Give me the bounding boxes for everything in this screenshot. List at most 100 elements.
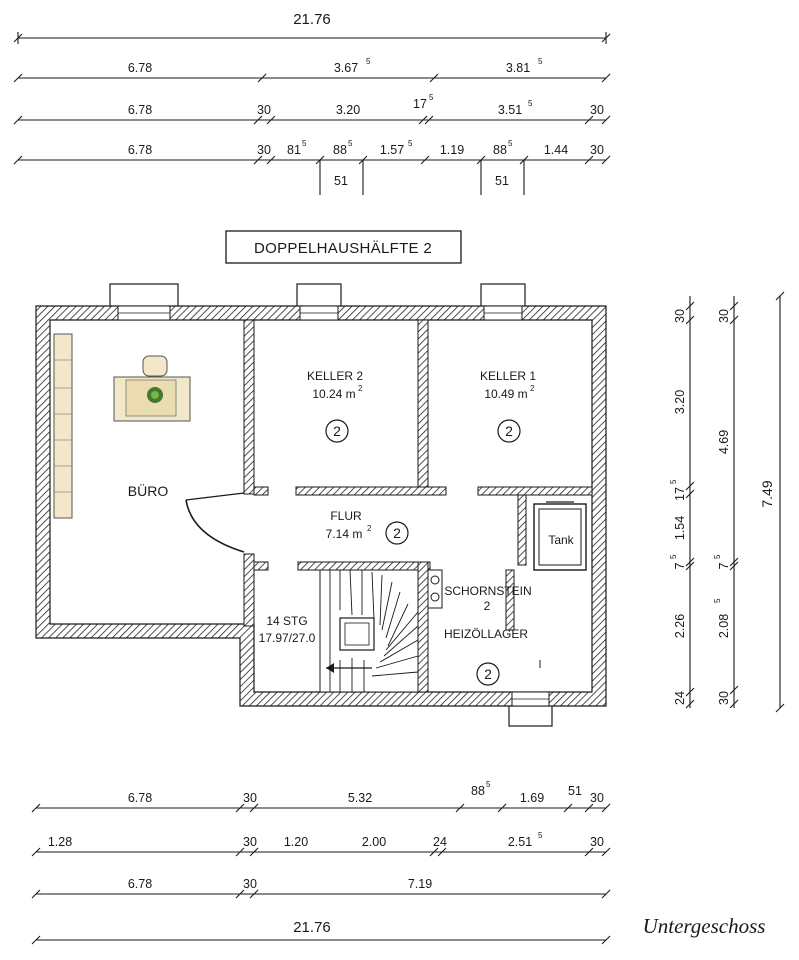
door-swing xyxy=(185,499,245,553)
dim-top-r1-2-sup: 5 xyxy=(538,57,543,66)
dim-top-r2-5: 30 xyxy=(590,103,604,117)
chimney xyxy=(427,569,443,609)
dim-bot-r2-6: 30 xyxy=(590,835,604,849)
dim-bot-r1-1: 30 xyxy=(243,791,257,805)
dim-top-r3-3: 88 xyxy=(333,143,347,157)
dim-right-c1-4-sup: 5 xyxy=(669,554,678,559)
dim-right-c1-5: 2.26 xyxy=(673,614,687,638)
dim-right-c2-3: 2.08 xyxy=(717,614,731,638)
room-buero-label: BÜRO xyxy=(128,482,169,499)
room-keller1-circle: 2 xyxy=(505,423,513,439)
title-box xyxy=(225,230,462,264)
dim-top-r2-4-sup: 5 xyxy=(528,99,533,108)
dim-top-r2-4: 3.51 xyxy=(498,103,522,117)
room-flur-name: FLUR xyxy=(330,509,362,523)
dim-top-r3-5: 1.19 xyxy=(440,143,464,157)
dim-right-c2-0: 30 xyxy=(717,309,731,323)
dim-top-r3-7: 1.44 xyxy=(544,143,568,157)
dim-right-c1-6: 24 xyxy=(673,691,687,705)
dim-top-r3-2-sup: 5 xyxy=(302,139,307,148)
dim-bot-r1-3: 88 xyxy=(471,784,485,798)
room-heizol-name: HEIZÖLLAGER xyxy=(444,627,528,641)
room-keller2-area: 10.24 m xyxy=(312,387,355,401)
room-flur-circle: 2 xyxy=(393,525,401,541)
dim-top-total: 21.76 xyxy=(293,11,331,28)
dim-top-r2-0: 6.78 xyxy=(128,103,152,117)
dim-right-c1-0: 30 xyxy=(673,309,687,323)
room-schornstein-num: 2 xyxy=(484,599,491,613)
oil-tank: Tank xyxy=(533,501,587,571)
dim-right-c1-2: 17 xyxy=(673,487,687,501)
room-schornstein-name: SCHORNSTEIN xyxy=(444,584,531,598)
dim-bot-total: 21.76 xyxy=(293,919,331,936)
dim-bot-r2-4: 24 xyxy=(433,835,447,849)
dim-top-below-1: 51 xyxy=(495,174,509,188)
room-keller1-sup: 2 xyxy=(530,384,535,393)
tank-label: Tank xyxy=(548,533,574,547)
dim-top-r3-4-sup: 5 xyxy=(408,139,413,148)
stair-ratio: 17.97/27.0 xyxy=(259,631,316,645)
dim-top-r2-2: 3.20 xyxy=(336,103,360,117)
shelf xyxy=(53,333,73,519)
dim-top-r3-2: 81 xyxy=(287,143,301,157)
dim-top-r3-6-sup: 5 xyxy=(508,139,513,148)
dim-right-c2-2: 7 xyxy=(717,562,731,569)
dim-top-r1-1-sup: 5 xyxy=(366,57,371,66)
dim-top-r1-0: 6.78 xyxy=(128,61,152,75)
dim-right-c2-3-sup: 5 xyxy=(713,598,722,603)
dim-bot-r1-3-sup: 5 xyxy=(486,780,491,789)
room-heizol-circle: 2 xyxy=(484,666,492,682)
staircase xyxy=(319,569,419,693)
dim-bot-r1-4: 1.69 xyxy=(520,791,544,805)
dim-right-c1-2-sup: 5 xyxy=(669,479,678,484)
room-flur-sup: 2 xyxy=(367,524,372,533)
building-walls xyxy=(35,283,607,727)
dim-top-r2-3-sup: 5 xyxy=(429,93,434,102)
desk xyxy=(113,355,191,422)
dim-bot-r2-2: 1.20 xyxy=(284,835,308,849)
dim-bot-r1-5: 51 xyxy=(568,784,582,798)
floor-caption: Untergeschoss xyxy=(643,914,766,938)
dim-bot-r2-5: 2.51 xyxy=(508,835,532,849)
dim-top-r3-8: 30 xyxy=(590,143,604,157)
stair-steps: 14 STG xyxy=(266,614,307,628)
dim-bot-r3-1: 30 xyxy=(243,877,257,891)
dim-top-r2-3: 17 xyxy=(413,97,427,111)
dim-bot-r1-6: 30 xyxy=(590,791,604,805)
room-keller1-name: KELLER 1 xyxy=(480,369,536,383)
right-dimension-lines: 30 3.20 17 5 1.54 7 5 2.26 24 30 4.69 7 … xyxy=(669,291,785,713)
dim-bot-r2-3: 2.00 xyxy=(362,835,386,849)
top-dimension-lines: 21.76 6.78 3.67 5 3.81 5 6.78 30 3.20 17… xyxy=(13,11,611,195)
dim-bot-r2-0: 1.28 xyxy=(48,835,72,849)
dim-bot-r2-5-sup: 5 xyxy=(538,831,543,840)
room-keller1-area: 10.49 m xyxy=(484,387,527,401)
dim-right-c1-1: 3.20 xyxy=(673,390,687,414)
dim-right-total: 7.49 xyxy=(759,480,775,507)
dim-top-r3-1: 30 xyxy=(257,143,271,157)
room-keller2-sup: 2 xyxy=(358,384,363,393)
dim-top-r3-0: 6.78 xyxy=(128,143,152,157)
dim-right-c2-4: 30 xyxy=(717,691,731,705)
dim-bot-r3-2: 7.19 xyxy=(408,877,432,891)
bottom-dimension-lines: 6.78 30 5.32 88 5 1.69 51 30 1.28 30 1.2… xyxy=(31,780,611,945)
dim-right-c2-1: 4.69 xyxy=(717,430,731,454)
dim-top-below-0: 51 xyxy=(334,174,348,188)
dim-bot-r3-0: 6.78 xyxy=(128,877,152,891)
dim-bot-r1-0: 6.78 xyxy=(128,791,152,805)
room-keller2-name: KELLER 2 xyxy=(307,369,363,383)
dim-top-r3-4: 1.57 xyxy=(380,143,404,157)
dim-right-c1-4: 7 xyxy=(673,562,687,569)
dim-right-c1-3: 1.54 xyxy=(673,516,687,540)
dim-top-r3-6: 88 xyxy=(493,143,507,157)
room-flur-area: 7.14 m xyxy=(326,527,363,541)
dim-top-r1-1: 3.67 xyxy=(334,61,358,75)
dim-top-r2-1: 30 xyxy=(257,103,271,117)
dim-bot-r1-2: 5.32 xyxy=(348,791,372,805)
dim-top-r3-3-sup: 5 xyxy=(348,139,353,148)
dim-top-r1-2: 3.81 xyxy=(506,61,530,75)
dim-right-c2-2-sup: 5 xyxy=(713,554,722,559)
room-keller2-circle: 2 xyxy=(333,423,341,439)
plan-title: DOPPELHAUSHÄLFTE 2 xyxy=(254,240,432,257)
dim-bot-r2-1: 30 xyxy=(243,835,257,849)
